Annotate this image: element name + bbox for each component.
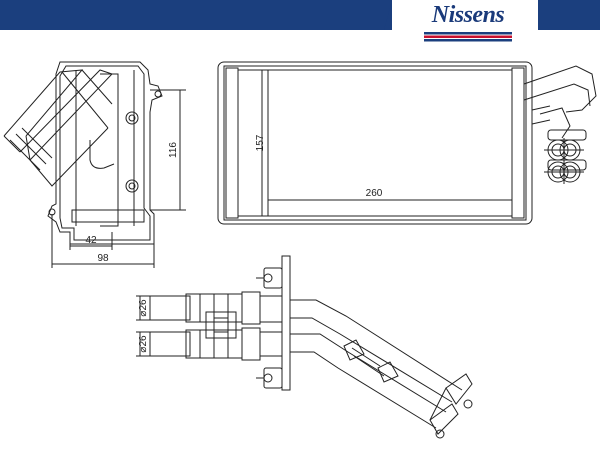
dimension-label-116: 116	[168, 142, 179, 158]
brand-name: Nissens	[431, 2, 505, 28]
dimension-label-98: 98	[97, 253, 109, 264]
dimension-label-157: 157	[255, 134, 266, 151]
dimension-label-42: 42	[85, 235, 97, 246]
dimension-label-pipe-upper: ⌀26	[138, 299, 149, 317]
brand-logo: Nissens	[418, 2, 518, 46]
header-bar-left	[0, 0, 392, 30]
dimension-label-260: 260	[366, 188, 383, 199]
header-bar-right	[538, 0, 600, 30]
front-view	[217, 61, 597, 225]
header-band	[0, 0, 600, 30]
dimension-label-pipe-lower: ⌀26	[138, 335, 149, 353]
side-view	[3, 61, 186, 268]
brand-stripes	[424, 32, 512, 42]
pipe-view	[136, 255, 473, 439]
header-bar-left-tip	[384, 0, 392, 30]
